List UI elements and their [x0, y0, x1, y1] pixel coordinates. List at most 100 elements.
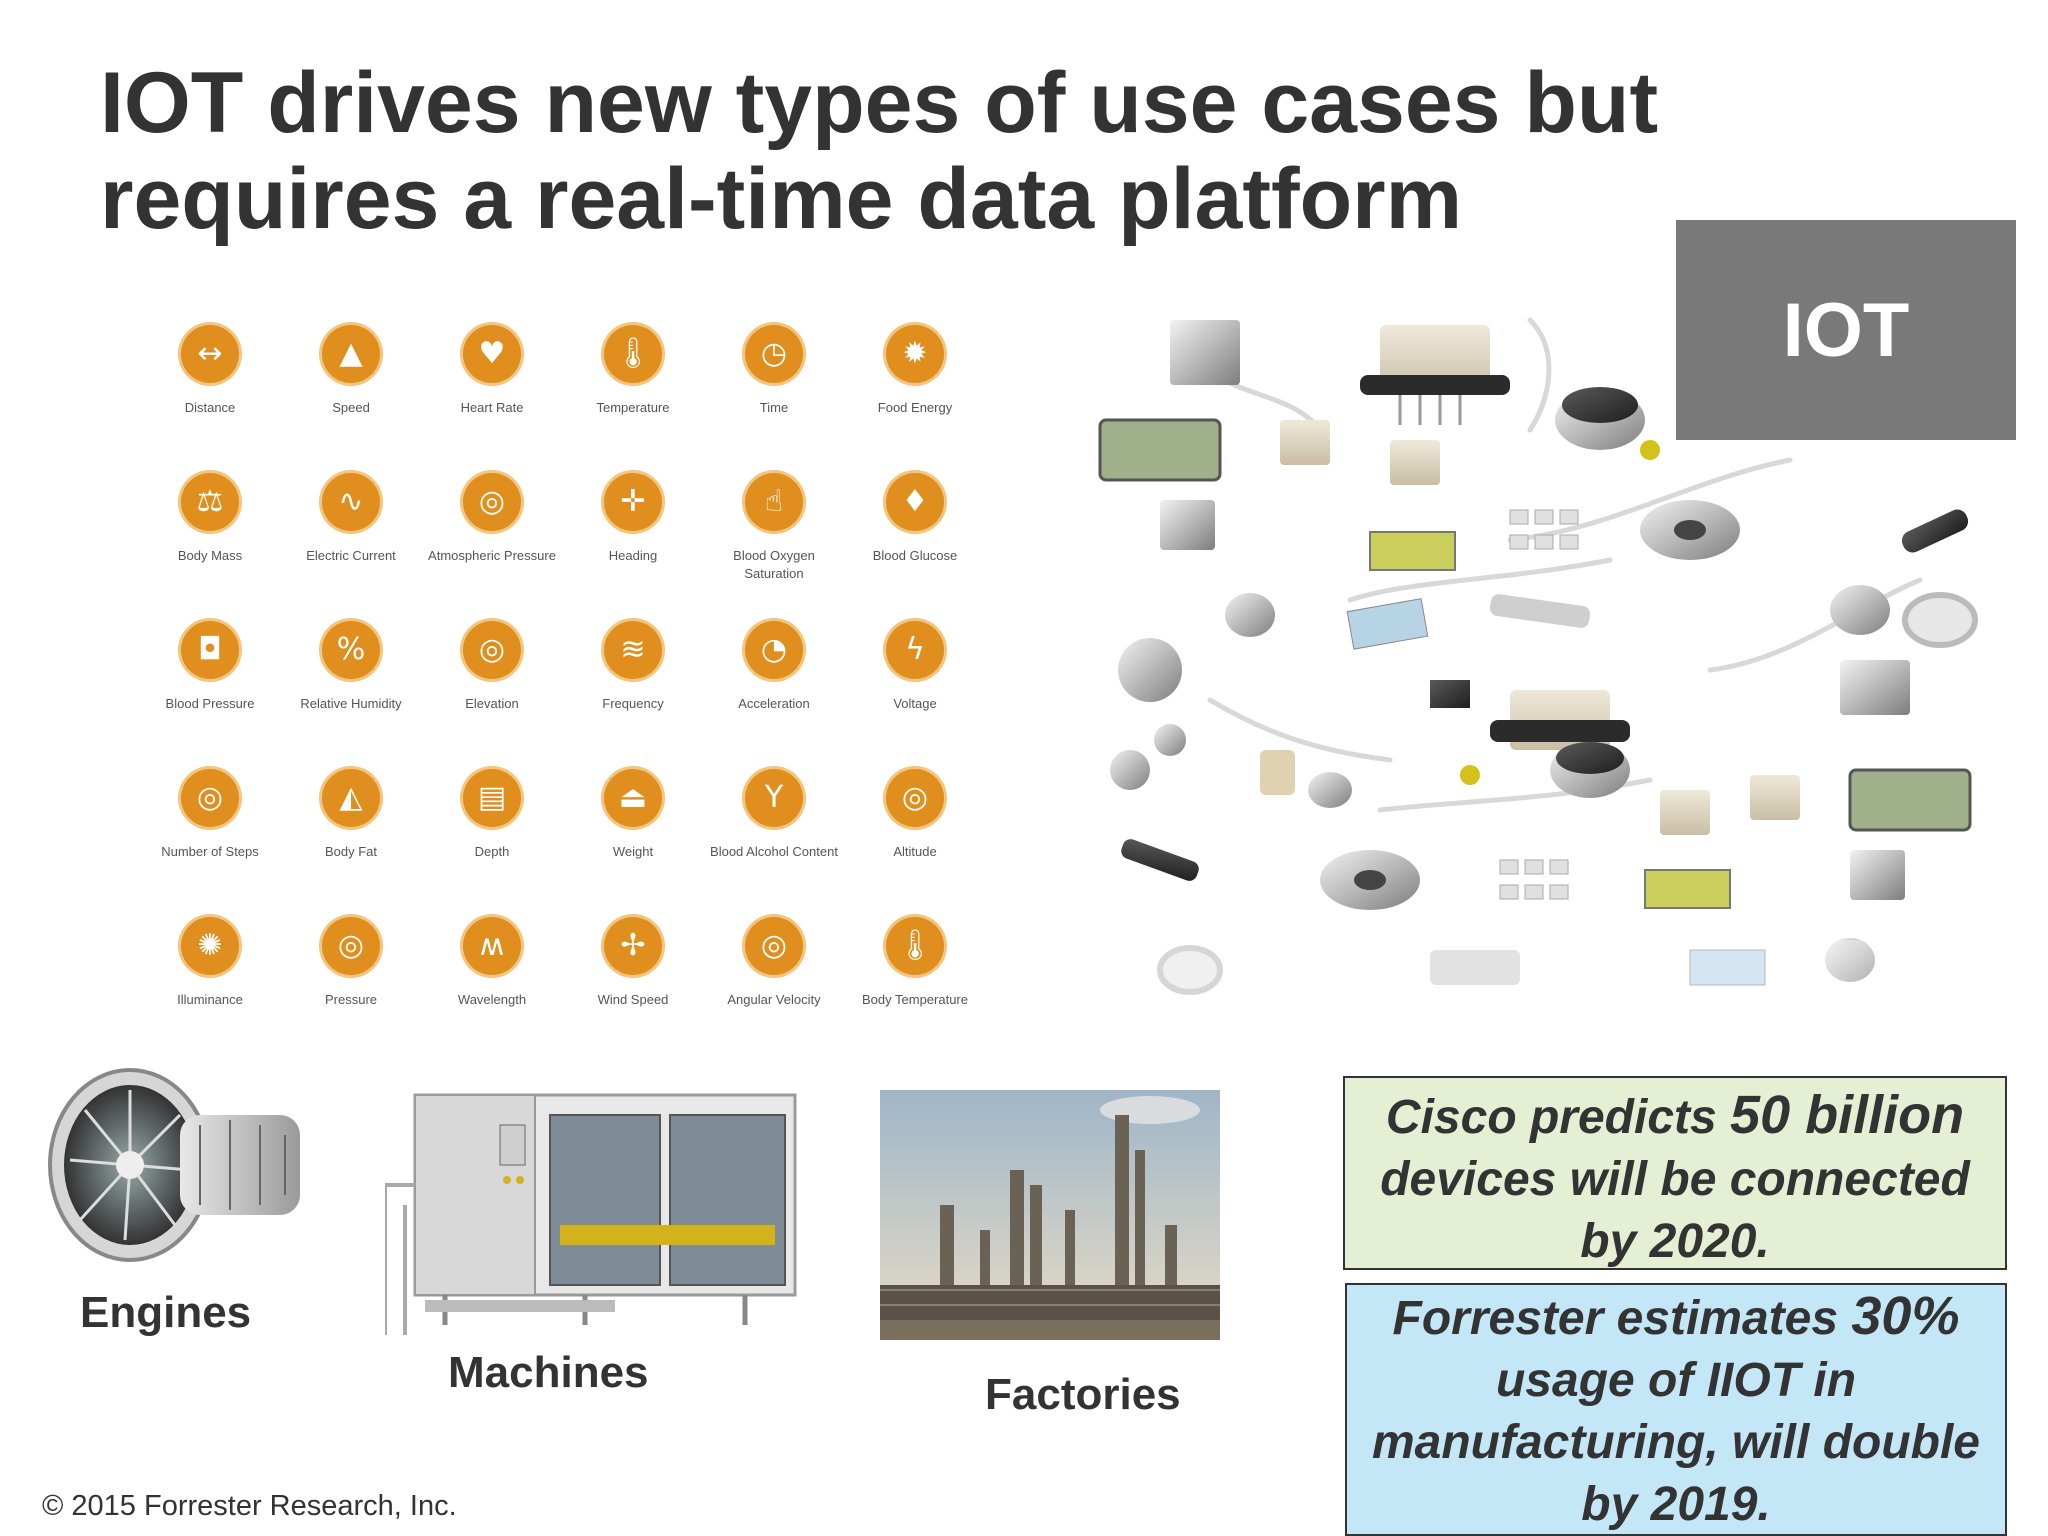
sensor-icon-grid: ↔Distance▲Speed♥Heart Rate🌡Temperature◷T… — [140, 325, 990, 1045]
sensor-glyph: ◔ — [760, 632, 788, 667]
waveform-icon: ∿ — [322, 473, 380, 531]
ruler-icon: ▤ — [463, 769, 521, 827]
sensor-item: ∿ Electric Current — [281, 473, 421, 565]
sensor-item: ◘Blood Pressure — [140, 621, 280, 713]
finger-icon: ☝ — [745, 473, 803, 531]
sensor-item: ✛ Heading — [563, 473, 703, 565]
factory-image — [880, 1090, 1220, 1340]
drop-icon: ♦ — [886, 473, 944, 531]
thermometer-icon: 🌡 — [886, 917, 944, 975]
copyright-notice: © 2015 Forrester Research, Inc. — [42, 1490, 457, 1522]
title-line-2: requires a real-time data platform — [100, 151, 1463, 247]
clock-icon: ◷ — [745, 325, 803, 383]
sensor-glyph: 🌡 — [613, 336, 653, 371]
sensor-glyph: ◭ — [339, 780, 363, 815]
gauge-icon: ◎ — [745, 917, 803, 975]
machines-label: Machines — [448, 1348, 649, 1397]
sensor-glyph: ↔ — [197, 336, 223, 371]
sensor-item: ◎Atmospheric Pressure — [422, 473, 562, 565]
sensor-glyph: ◎ — [760, 928, 788, 963]
thermometer-icon: 🌡 — [604, 325, 662, 383]
sensor-item: ↔ Distance — [140, 325, 280, 417]
forrester-line-4: by 2019. — [1581, 1478, 1771, 1531]
sensor-glyph: ✹ — [902, 336, 928, 371]
factories-label: Factories — [985, 1370, 1181, 1419]
sensor-glyph: ◎ — [196, 780, 224, 815]
sensor-label: Body Fat — [324, 844, 378, 859]
sensor-label: Blood Oxygen Saturation — [733, 548, 815, 581]
gauge-icon: ◎ — [463, 621, 521, 679]
cisco-line-3: by 2020. — [1580, 1215, 1770, 1268]
speedometer-icon: ◔ — [745, 621, 803, 679]
sensor-label: Heart Rate — [460, 400, 524, 415]
sensor-label: Number of Steps — [161, 844, 259, 859]
sensor-item: ⚖ Body Mass — [140, 473, 280, 565]
cuff-icon: ◘ — [181, 621, 239, 679]
sensor-collage — [1090, 280, 2040, 1020]
sensor-label: Body Mass — [177, 548, 243, 563]
cisco-emphasis: 50 billion — [1730, 1085, 1965, 1145]
sensor-collage-image — [1090, 317, 2040, 1020]
sensor-label: Wind Speed — [597, 992, 669, 1007]
sensor-glyph: ⏏ — [618, 780, 648, 815]
wave-icon: ≋ — [604, 621, 662, 679]
machine-image — [383, 1085, 805, 1345]
sensor-glyph: ☝ — [764, 484, 784, 519]
arrows-icon: ↔ — [181, 325, 239, 383]
sensor-item: ▲Speed — [281, 325, 421, 417]
sensor-glyph: ◎ — [478, 632, 506, 667]
sensor-glyph: ◎ — [901, 780, 929, 815]
cisco-callout: Cisco predicts 50 billion devices will b… — [1343, 1076, 2007, 1270]
sensor-item: ✹Food Energy — [845, 325, 985, 417]
sensor-label: Atmospheric Pressure — [428, 548, 556, 563]
sensor-glyph: ϟ — [905, 632, 925, 667]
gauge-icon: ◎ — [181, 769, 239, 827]
cocktail-icon: Y — [745, 769, 803, 827]
sensor-label: Temperature — [596, 400, 670, 415]
sensor-item: ◎Pressure — [281, 917, 421, 1009]
gauge-icon: ◎ — [886, 769, 944, 827]
sensor-label: Heading — [608, 548, 658, 563]
compass-icon: ✛ — [604, 473, 662, 531]
forrester-line-1-text: Forrester estimates — [1392, 1292, 1852, 1345]
sensor-item: 🌡 Temperature — [563, 325, 703, 417]
sensor-label: Elevation — [465, 696, 519, 711]
sensor-item: ◎ Elevation — [422, 621, 562, 713]
sensor-item: ☝ Blood Oxygen Saturation — [704, 473, 844, 583]
sensor-label: Acceleration — [738, 696, 810, 711]
road-icon: ▲ — [322, 325, 380, 383]
scale-icon: ⚖ — [181, 473, 239, 531]
sensor-item: ◔ Acceleration — [704, 621, 844, 713]
sensor-label: Frequency — [602, 696, 664, 711]
bolt-icon: ϟ — [886, 621, 944, 679]
sensor-glyph: ♦ — [901, 484, 929, 519]
sensor-glyph: ▤ — [477, 780, 507, 815]
sensor-item: 🌡Body Temperature — [845, 917, 985, 1009]
sensor-label: Wavelength — [457, 992, 527, 1007]
wavelength-icon: ʍ — [463, 917, 521, 975]
triangle-icon: ◭ — [322, 769, 380, 827]
bulb-icon: ✺ — [181, 917, 239, 975]
refinery-illustration — [880, 1090, 1220, 1340]
sensor-item: ♦ Blood Glucose — [845, 473, 985, 565]
sensor-item: ✺Illuminance — [140, 917, 280, 1009]
forrester-callout: Forrester estimates 30% usage of IIOT in… — [1345, 1283, 2007, 1536]
sensor-glyph: ∿ — [338, 484, 364, 519]
sensor-item: ⏏Weight — [563, 769, 703, 861]
sensor-label: Voltage — [893, 696, 937, 711]
sensor-label: Electric Current — [306, 548, 396, 563]
forrester-line-1: Forrester estimates 30% — [1347, 1285, 2005, 1350]
sensor-label: Blood Alcohol Content — [710, 844, 838, 859]
sensor-item: ◎Angular Velocity — [704, 917, 844, 1009]
sensor-label: Blood Glucose — [872, 548, 958, 563]
sensor-glyph: % — [336, 632, 366, 667]
sensor-glyph: ◎ — [337, 928, 365, 963]
sensor-glyph: ◷ — [760, 336, 788, 371]
sensor-glyph: ✢ — [620, 928, 646, 963]
sensor-label: Distance — [184, 400, 236, 415]
engine-image — [30, 1045, 340, 1275]
heart-icon: ♥ — [463, 325, 521, 383]
sensor-item: Y Blood Alcohol Content — [704, 769, 844, 861]
